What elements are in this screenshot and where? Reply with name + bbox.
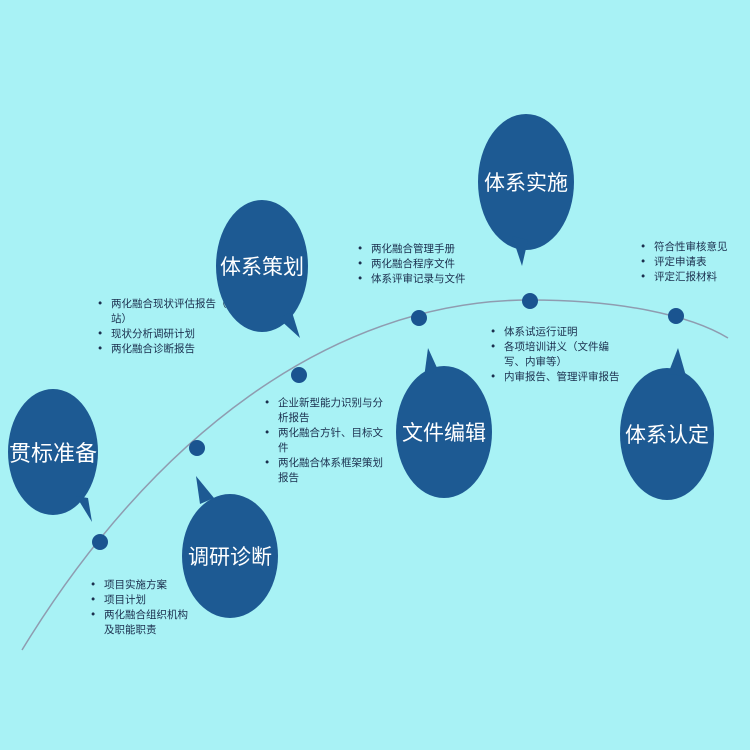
stage-4-item-2: 两化融合程序文件 [357, 257, 487, 272]
timeline-dot-6 [668, 308, 684, 324]
speech-bubble-shape [216, 200, 308, 338]
stage-4-items: 两化融合管理手册 两化融合程序文件 体系评审记录与文件 [357, 242, 487, 287]
timeline-dot-5 [522, 293, 538, 309]
stage-2-item-3: 两化融合诊断报告 [97, 342, 237, 357]
stage-5-items: 体系试运行证明 各项培训讲义（文件编写、内审等） 内审报告、管理评审报告 [490, 325, 624, 385]
stage-5-item-2: 各项培训讲义（文件编写、内审等） [490, 340, 624, 370]
stage-6-items: 符合性审核意见 评定申请表 评定汇报材料 [640, 240, 744, 285]
stage-1-bubble: 贯标准备 [6, 386, 100, 526]
timeline-dot-2 [189, 440, 205, 456]
stage-3-item-3: 两化融合体系框架策划报告 [264, 456, 388, 486]
stage-1-title: 贯标准备 [8, 442, 97, 467]
speech-bubble-shape [478, 114, 574, 266]
stage-5-item-1: 体系试运行证明 [490, 325, 624, 340]
timeline-dot-4 [411, 310, 427, 326]
stage-1-item-3: 两化融合组织机构及职能职责 [90, 608, 190, 638]
speech-bubble-shape [396, 348, 492, 498]
stage-1-items: 项目实施方案 项目计划 两化融合组织机构及职能职责 [90, 578, 190, 638]
stage-6-bubble: 体系认定 [618, 340, 716, 502]
stage-3-title: 体系策划 [220, 255, 304, 279]
stage-2-items: 两化融合现状评估报告（网站） 现状分析调研计划 两化融合诊断报告 [97, 297, 237, 357]
stage-3-items: 企业新型能力识别与分析报告 两化融合方针、目标文件 两化融合体系框架策划报告 [264, 396, 388, 486]
stage-1-item-1: 项目实施方案 [90, 578, 190, 593]
stage-1-item-2: 项目计划 [90, 593, 190, 608]
stage-6-title: 体系认定 [625, 423, 709, 447]
speech-bubble-shape [182, 476, 278, 618]
timeline-dot-1 [92, 534, 108, 550]
stage-5-bubble: 体系实施 [476, 108, 576, 268]
timeline-dot-3 [291, 367, 307, 383]
speech-bubble-shape [620, 348, 714, 500]
stage-4-bubble: 文件编辑 [394, 344, 494, 500]
stage-3-bubble: 体系策划 [214, 196, 310, 346]
stage-6-item-3: 评定汇报材料 [640, 270, 744, 285]
stage-2-bubble: 调研诊断 [180, 470, 280, 620]
stage-2-title: 调研诊断 [188, 545, 272, 569]
stage-2-item-2: 现状分析调研计划 [97, 327, 237, 342]
stage-5-title: 体系实施 [484, 171, 568, 195]
stage-3-item-2: 两化融合方针、目标文件 [264, 426, 388, 456]
speech-bubble-shape [8, 389, 98, 522]
stage-3-item-1: 企业新型能力识别与分析报告 [264, 396, 388, 426]
timeline-curve [21, 299, 729, 651]
stage-4-item-3: 体系评审记录与文件 [357, 272, 487, 287]
stage-5-item-3: 内审报告、管理评审报告 [490, 370, 624, 385]
stage-6-item-1: 符合性审核意见 [640, 240, 744, 255]
stage-2-item-1: 两化融合现状评估报告（网站） [97, 297, 237, 327]
stage-4-item-1: 两化融合管理手册 [357, 242, 487, 257]
stage-4-title: 文件编辑 [402, 421, 486, 445]
stage-6-item-2: 评定申请表 [640, 255, 744, 270]
